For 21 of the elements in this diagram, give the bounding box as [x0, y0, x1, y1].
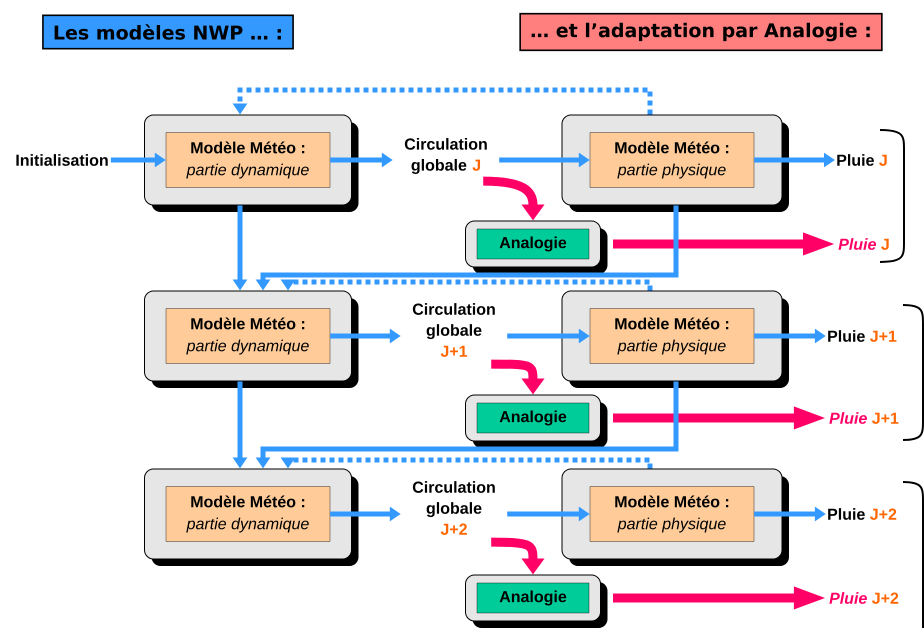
title-box: … et l’adaptation par Analogie : — [519, 12, 883, 52]
model-box: Modèle Météo : partie physique — [590, 132, 754, 188]
model-box: Modèle Météo : partie physique — [590, 486, 754, 542]
output-label: Pluie J — [837, 154, 887, 166]
output-label: Pluie J — [838, 238, 889, 250]
label-text: Circulation globale J — [404, 138, 487, 174]
model-box: Modèle Météo : partie dynamique — [166, 308, 330, 364]
label-text: Initialisation — [16, 154, 108, 166]
analogy-box: Analogie — [476, 402, 590, 434]
label-text: Circulation globale J+1 — [412, 303, 495, 357]
model-box: Modèle Météo : partie physique — [590, 308, 754, 364]
output-label: Pluie J+2 — [828, 508, 896, 520]
analogy-box: Analogie — [476, 228, 590, 260]
output-label: Pluie J+1 — [828, 330, 896, 342]
analogy-box: Analogie — [476, 582, 590, 614]
model-box: Modèle Météo : partie dynamique — [166, 132, 330, 188]
output-label: Pluie J+1 — [829, 412, 898, 424]
model-box: Modèle Météo : partie dynamique — [166, 486, 330, 542]
label-text: Circulation globale J+2 — [412, 481, 495, 535]
output-label: Pluie J+2 — [829, 592, 898, 604]
title-box: Les modèles NWP … : — [42, 14, 294, 50]
